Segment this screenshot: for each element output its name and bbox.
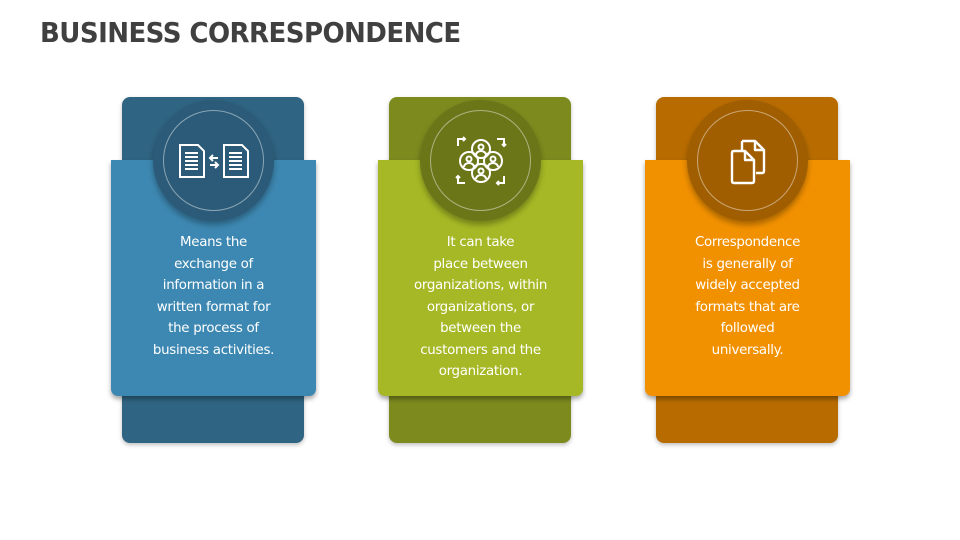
card-description: Correspondence is generally of widely ac… — [694, 235, 801, 358]
card-description: It can take place between organizations,… — [413, 235, 548, 379]
icon-ring — [163, 110, 264, 211]
info-card-exchange: Means the exchange of information in a w… — [111, 97, 349, 443]
icon-ring — [697, 110, 798, 211]
copy-documents-icon — [728, 137, 768, 185]
info-card-scope: It can take place between organizations,… — [378, 97, 616, 443]
info-card-formats: Correspondence is generally of widely ac… — [645, 97, 883, 443]
people-network-icon — [454, 135, 507, 187]
document-exchange-icon — [174, 141, 254, 181]
slide-title: BUSINESS CORRESPONDENCE — [40, 16, 461, 49]
icon-ring — [430, 110, 531, 211]
card-description: Means the exchange of information in a w… — [152, 235, 275, 358]
